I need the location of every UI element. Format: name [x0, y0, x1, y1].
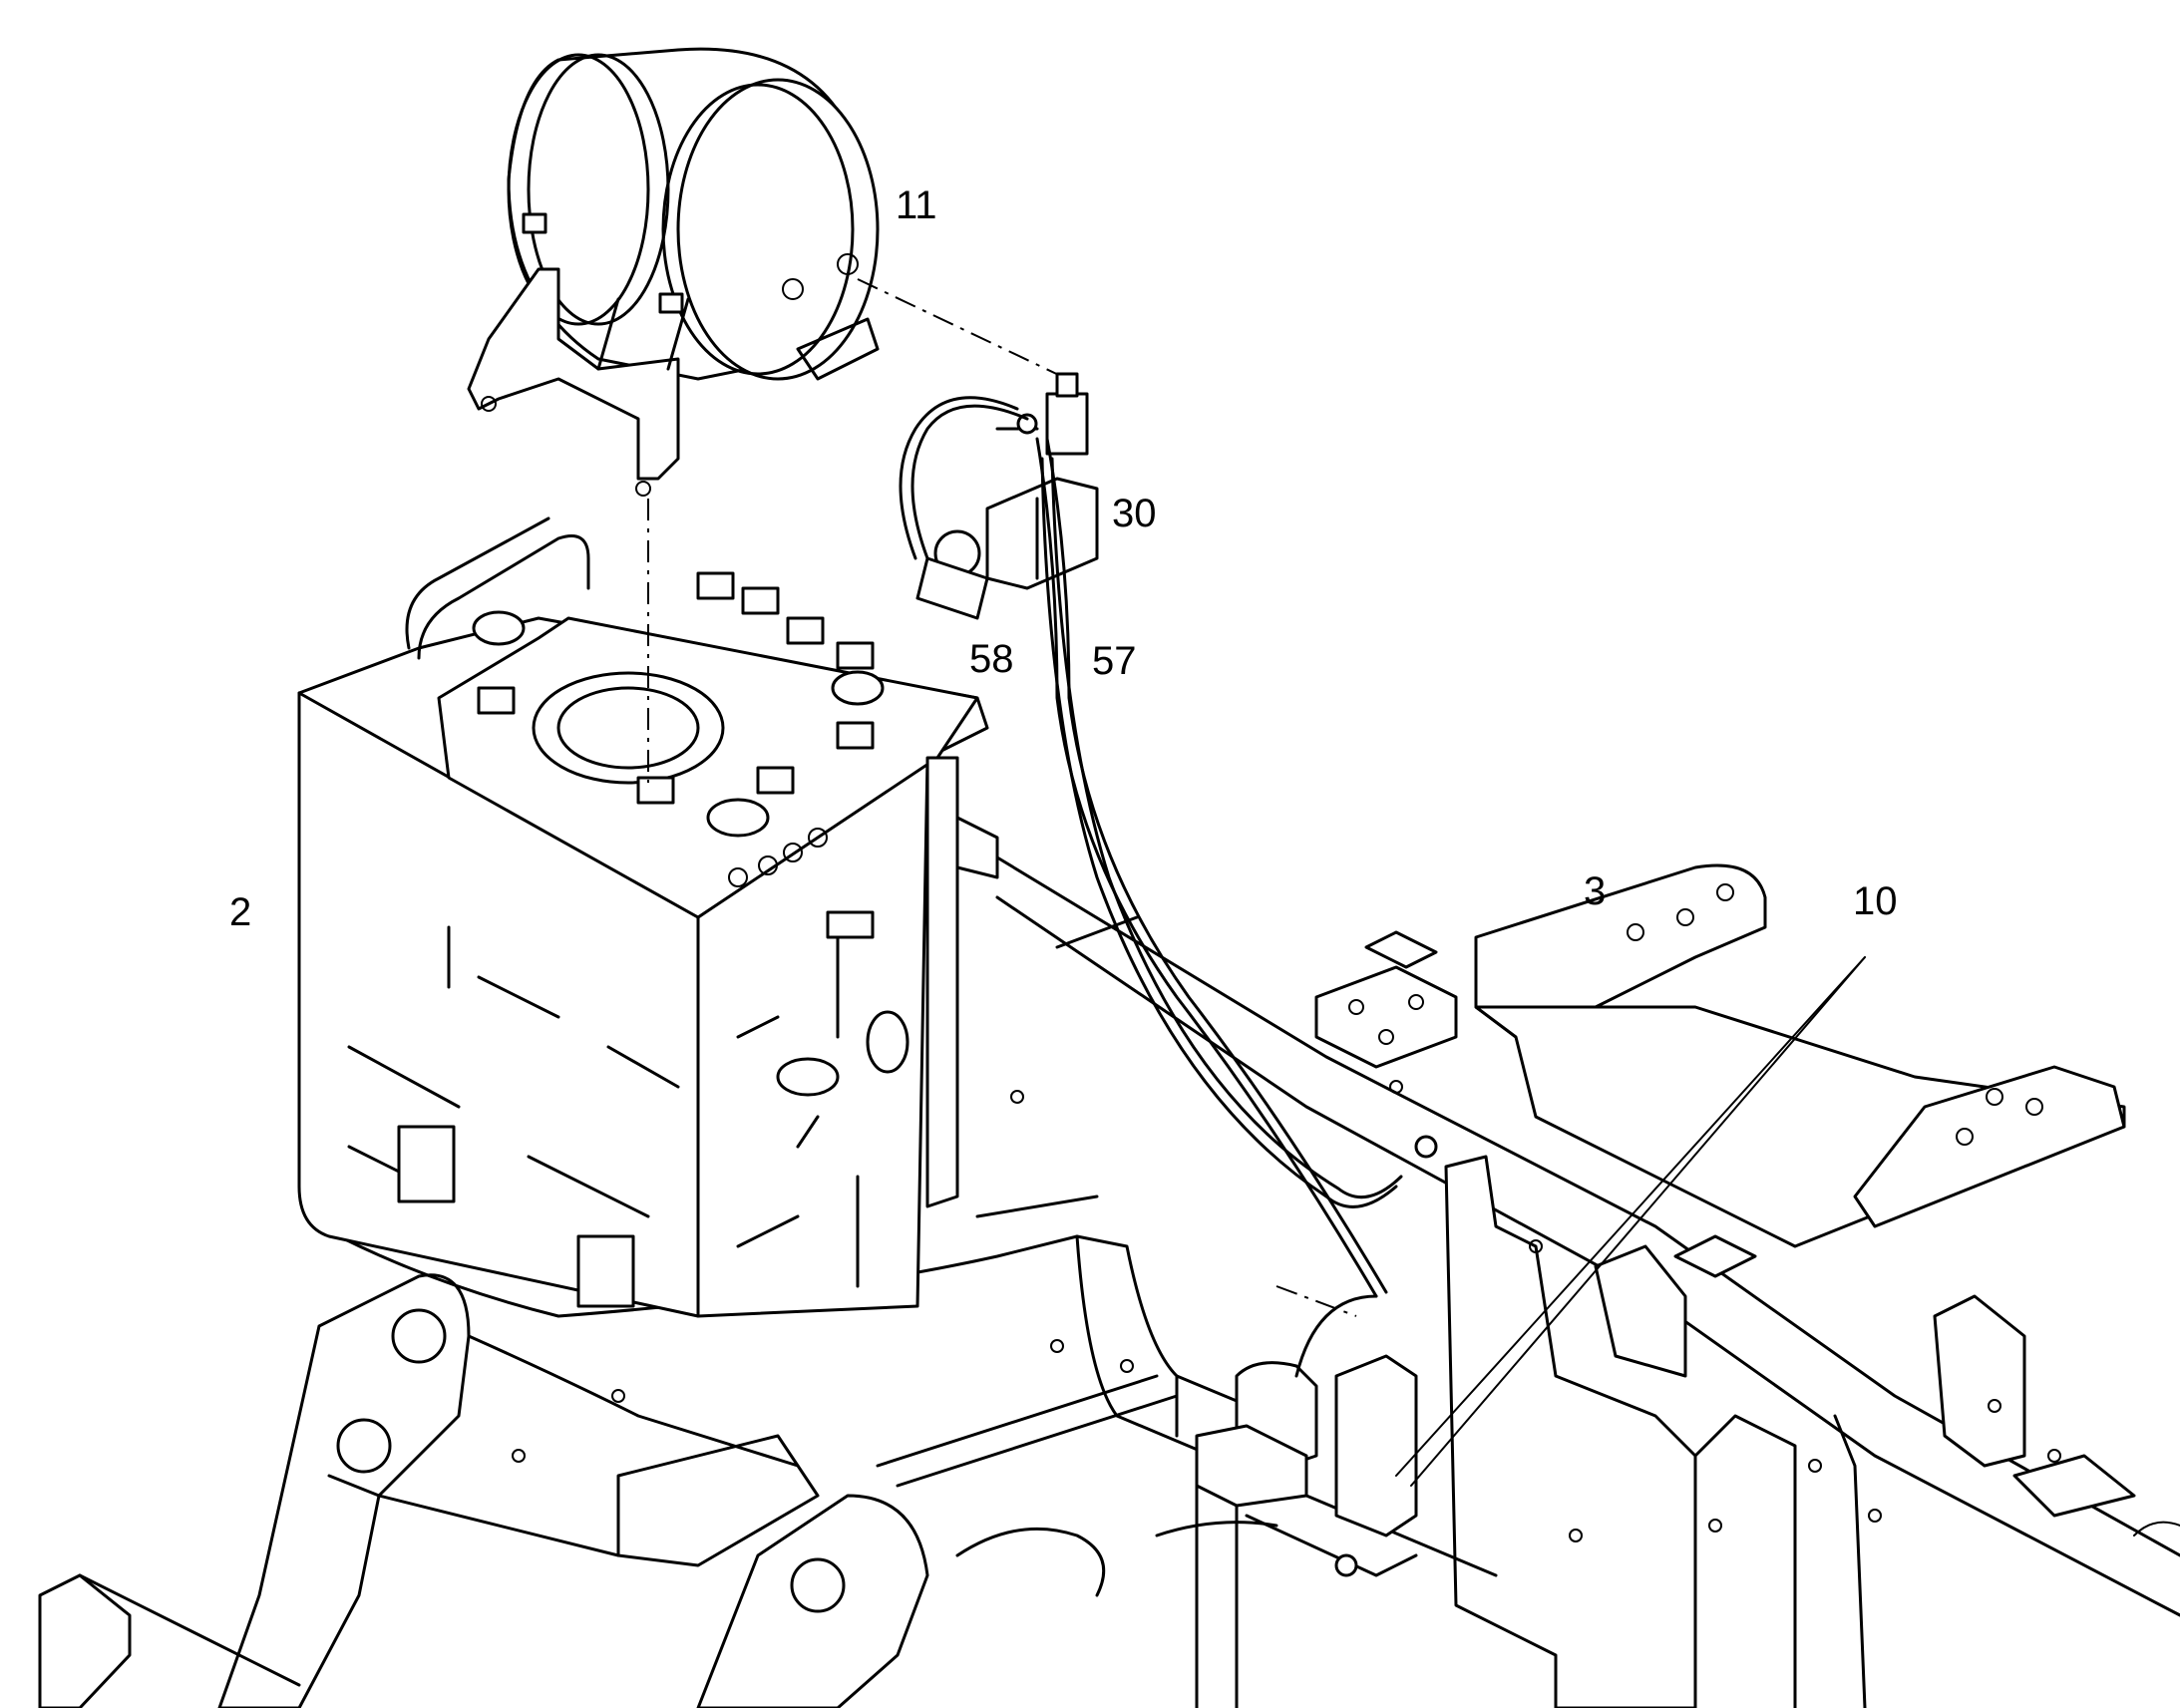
- frame-bolts: [512, 1080, 2061, 1542]
- assembly-line-air-outlet: [857, 278, 1068, 380]
- air-compressor: [1195, 1294, 1418, 1708]
- callout-30: 30: [1112, 492, 1157, 535]
- air-hoses: [899, 396, 1438, 1298]
- callout-2: 2: [229, 890, 252, 934]
- callout-58: 58: [969, 637, 1014, 681]
- valve-assembly: [915, 372, 1099, 620]
- air-tank: [467, 47, 880, 497]
- callout-3: 3: [1584, 869, 1607, 913]
- assembly-line-hose: [1275, 1285, 1357, 1317]
- callout-10: 10: [1853, 879, 1898, 923]
- callout-11: 11: [896, 183, 937, 227]
- leader-line-10: [1395, 956, 1866, 1477]
- frame-assembly: [38, 855, 2180, 1708]
- callout-57: 57: [1092, 639, 1137, 683]
- leader-line-10b: [1410, 956, 1866, 1487]
- hydraulic-tank: [297, 516, 999, 1318]
